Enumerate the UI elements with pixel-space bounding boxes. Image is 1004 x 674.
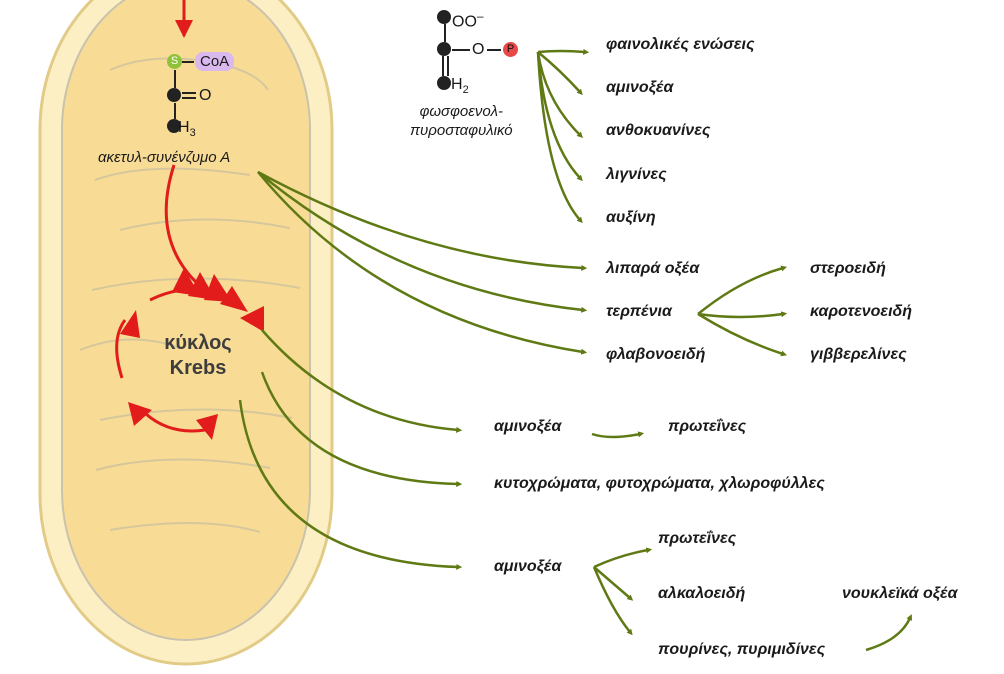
bond-line: [452, 49, 470, 51]
gibberellins-label: γιββερελίνες: [810, 346, 907, 363]
fatty-acids-label: λιπαρά οξέα: [606, 260, 700, 277]
pep-product-phenolics: φαινολικές ενώσεις: [606, 36, 755, 53]
phosphate-group: P: [503, 42, 518, 57]
bond-line: [444, 24, 446, 42]
krebs-cycle-label: κύκλος Krebs: [148, 331, 248, 381]
krebs-line2: Krebs: [169, 357, 227, 379]
pep-product-auxin: αυξίνη: [606, 209, 656, 226]
charge-sup: –: [476, 9, 484, 23]
oxygen-atom: O: [199, 87, 212, 104]
bond-line: [487, 49, 501, 51]
methyl-label: H3: [178, 120, 196, 139]
subscript-3: 3: [189, 127, 196, 140]
carbon-atom: [167, 119, 181, 133]
double-bond: [442, 56, 449, 76]
pep-product-anthocyanins: ανθοκυανίνες: [606, 122, 711, 139]
acetyl-coa-caption: ακετυλ-συνένζυμο Α: [98, 149, 231, 166]
proteins-bottom-label: πρωτεΐνες: [658, 530, 737, 547]
pep-product-lignins: λιγνίνες: [606, 166, 667, 183]
carboxyl-label: OO–: [452, 10, 484, 30]
amino-acids-bottom-label: αμινοξέα: [494, 558, 562, 575]
red-arrowheads: [120, 20, 264, 440]
pep-caption: φωσφοενολ- πυροσταφυλικό: [410, 103, 513, 141]
subscript-2: 2: [462, 84, 469, 97]
pep-caption-line2: πυροσταφυλικό: [410, 121, 513, 139]
pep-product-amino-acids: αμινοξέα: [606, 79, 674, 96]
oo-symbol: OO: [452, 13, 477, 31]
purines-label: πουρίνες, πυριμιδίνες: [658, 641, 826, 658]
nucleic-acids-label: νουκλεϊκά οξέα: [842, 585, 958, 602]
pigments-label: κυτοχρώματα, φυτοχρώματα, χλωροφύλλες: [494, 475, 825, 492]
oxygen-atom: O: [472, 41, 485, 58]
methylene-label: H2: [451, 77, 469, 96]
terpenes-label: τερπένια: [606, 303, 672, 320]
bond-line: [174, 70, 176, 88]
sulfur-atom: S: [167, 54, 182, 69]
amino-acids-top-label: αμινοξέα: [494, 418, 562, 435]
green-pathway-arrows: [238, 48, 912, 652]
steroids-label: στεροειδή: [810, 260, 886, 277]
alkaloids-label: αλκαλοειδή: [658, 585, 746, 602]
carbon-atom: [437, 76, 451, 90]
proteins-top-label: πρωτεΐνες: [668, 418, 747, 435]
flavonoids-label: φλαβονοειδή: [606, 346, 706, 363]
carbon-atom: [437, 42, 451, 56]
bond-line: [174, 103, 176, 119]
hydrogen-symbol: H: [178, 119, 190, 136]
carotenoids-label: καροτενοειδή: [810, 303, 913, 320]
bond-line: [182, 61, 194, 63]
mitochondrion: [38, 0, 334, 666]
hydrogen-symbol: H: [451, 76, 463, 93]
double-bond: [182, 92, 196, 99]
carbon-atom: [437, 10, 451, 24]
carbon-atom: [167, 88, 181, 102]
coa-group: CoA: [195, 52, 235, 71]
krebs-line1: κύκλος: [164, 332, 232, 354]
pep-caption-line1: φωσφοενολ-: [419, 103, 504, 120]
